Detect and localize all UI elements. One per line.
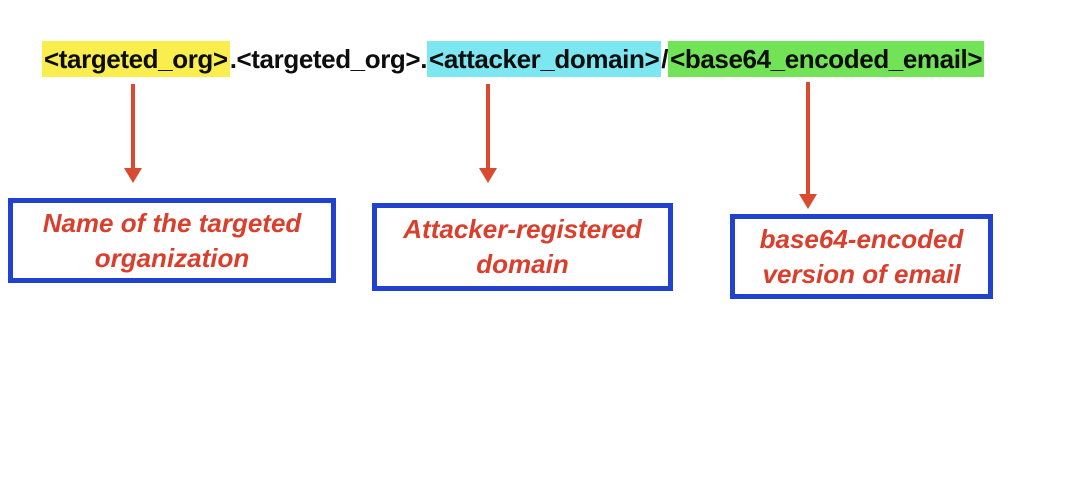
annotation-label: Attacker-registered domain xyxy=(403,214,642,279)
arrow-head xyxy=(479,168,497,183)
down-arrow-icon xyxy=(799,82,817,209)
url-segment-targeted-org-plain: .<targeted_org>. xyxy=(229,44,428,74)
annotation-box-base64-email: base64-encoded version of email xyxy=(730,214,993,299)
url-segment-targeted-org-highlighted: <targeted_org> xyxy=(42,41,230,77)
annotation-box-attacker-domain: Attacker-registered domain xyxy=(372,203,673,291)
arrow-head xyxy=(124,168,142,183)
down-arrow-icon xyxy=(479,84,497,183)
url-segment-slash: / xyxy=(661,44,669,74)
annotation-label: base64-encoded version of email xyxy=(759,223,964,289)
url-segment-base64-email: <base64_encoded_email> xyxy=(668,41,985,77)
arrow-shaft xyxy=(131,84,135,168)
arrow-head xyxy=(799,194,817,209)
arrow-shaft xyxy=(806,82,810,194)
url-template: <targeted_org>.<targeted_org>.<attacker_… xyxy=(42,41,985,77)
annotation-label: Name of the targeted organization xyxy=(42,207,302,273)
down-arrow-icon xyxy=(124,84,142,183)
url-segment-attacker-domain: <attacker_domain> xyxy=(427,41,662,77)
annotation-box-targeted-org: Name of the targeted organization xyxy=(8,198,336,283)
arrow-shaft xyxy=(486,84,490,168)
